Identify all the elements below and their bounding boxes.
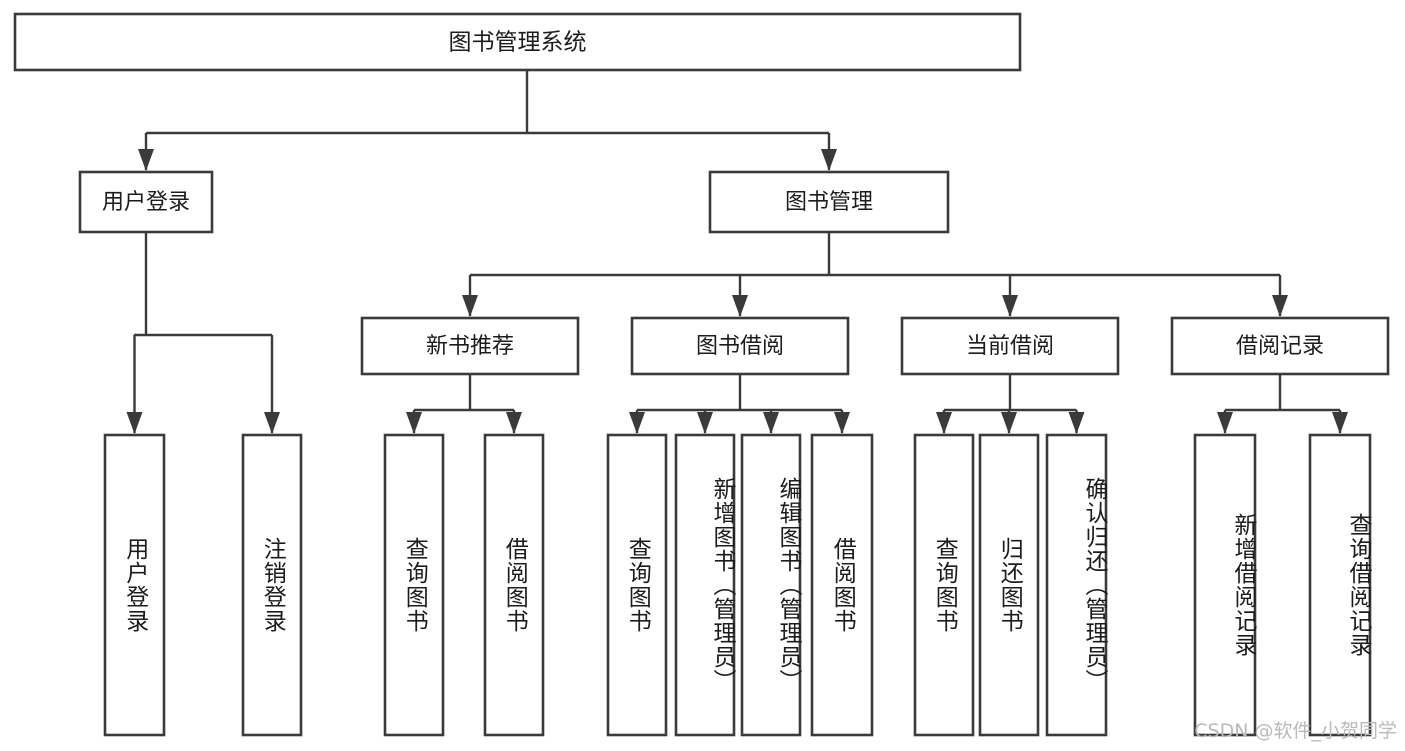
- node-box: [1170, 316, 1390, 376]
- arrow-head-icon: [821, 149, 837, 171]
- node-box: [383, 433, 445, 737]
- node-box: [630, 316, 850, 376]
- node-box: [674, 433, 736, 737]
- arrow-head-icon: [506, 412, 522, 434]
- node-box: [708, 170, 950, 234]
- arrow-head-icon: [763, 412, 779, 434]
- node-box: [1193, 433, 1257, 737]
- node-leaf-6-编辑图书（管理员）[interactable]: [740, 433, 802, 737]
- node-box: [1045, 433, 1108, 737]
- arrow-head-icon: [1332, 412, 1348, 434]
- csdn-watermark: CSDN @软件_小贺同学: [1194, 720, 1397, 742]
- node-leaf-1-注销登录[interactable]: [241, 433, 303, 737]
- node-leaf-10-确认归还（管理员）[interactable]: [1045, 433, 1108, 737]
- node-leaf-2-查询图书[interactable]: [383, 433, 445, 737]
- node-l2-图书管理[interactable]: 图书管理: [708, 170, 950, 234]
- node-l3-新书推荐[interactable]: 新书推荐: [360, 316, 580, 376]
- arrow-head-icon: [834, 412, 850, 434]
- arrow-head-icon: [697, 412, 713, 434]
- node-box: [606, 433, 668, 737]
- node-box: [810, 433, 874, 737]
- node-box: [360, 316, 580, 376]
- node-box: [900, 316, 1120, 376]
- node-box: [13, 12, 1022, 72]
- arrow-head-icon: [936, 412, 952, 434]
- node-leaf-5-新增图书（管理员）[interactable]: [674, 433, 736, 737]
- node-l3-当前借阅[interactable]: 当前借阅: [900, 316, 1120, 376]
- node-l3-图书借阅[interactable]: 图书借阅: [630, 316, 850, 376]
- node-label: 新书推荐: [426, 334, 514, 359]
- node-l2-用户登录[interactable]: 用户登录: [78, 170, 214, 234]
- arrow-head-icon: [629, 412, 645, 434]
- node-leaf-7-借阅图书[interactable]: [810, 433, 874, 737]
- node-box: [103, 433, 166, 737]
- arrow-head-icon: [1001, 412, 1017, 434]
- node-box: [978, 433, 1040, 737]
- arrow-head-icon: [1217, 412, 1233, 434]
- node-leaf-12-查询借阅记录[interactable]: [1308, 433, 1372, 737]
- node-leaf-9-归还图书[interactable]: [978, 433, 1040, 737]
- node-box: [913, 433, 975, 737]
- node-leaf-3-借阅图书[interactable]: [483, 433, 545, 737]
- node-box: [241, 433, 303, 737]
- arrow-head-icon: [138, 149, 154, 171]
- node-label: 图书管理: [785, 190, 873, 215]
- node-box: [1308, 433, 1372, 737]
- node-leaf-11-新增借阅记录[interactable]: [1193, 433, 1257, 737]
- node-leaf-8-查询图书[interactable]: [913, 433, 975, 737]
- arrow-head-icon: [462, 295, 478, 317]
- node-leaf-0-用户登录[interactable]: [103, 433, 166, 737]
- node-label: 借阅记录: [1236, 334, 1324, 359]
- node-label: 图书借阅: [696, 334, 784, 359]
- arrow-head-icon: [1068, 412, 1085, 434]
- node-label: 用户登录: [102, 190, 190, 215]
- arrow-head-icon: [264, 412, 280, 434]
- node-label: 当前借阅: [966, 334, 1054, 359]
- arrow-head-icon: [1002, 295, 1018, 317]
- arrow-head-icon: [732, 295, 748, 317]
- node-label: 图书管理系统: [449, 30, 587, 56]
- node-box: [78, 170, 214, 234]
- arrow-head-icon: [1272, 295, 1288, 317]
- node-box: [483, 433, 545, 737]
- node-box: [740, 433, 802, 737]
- node-l3-借阅记录[interactable]: 借阅记录: [1170, 316, 1390, 376]
- arrow-head-icon: [126, 412, 143, 434]
- arrow-head-icon: [406, 412, 422, 434]
- node-leaf-4-查询图书[interactable]: [606, 433, 668, 737]
- node-root-图书管理系统[interactable]: 图书管理系统: [13, 12, 1022, 72]
